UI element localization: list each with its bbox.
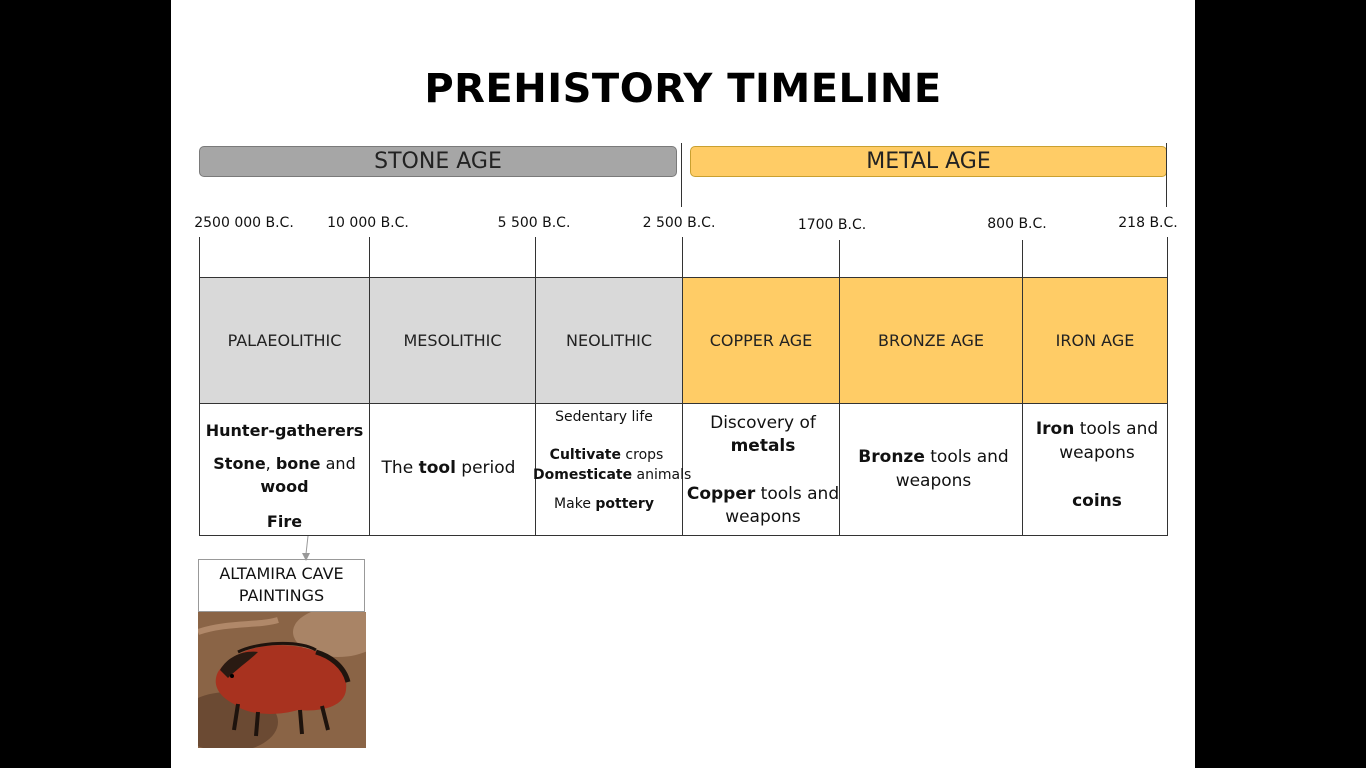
date-label: 5 500 B.C. [497,215,571,231]
text: bone [275,454,321,473]
iron-description: Iron tools and weapons coins [1023,417,1171,513]
text: Cultivate [549,447,621,463]
text: and [320,454,356,473]
bronze-description: Bronze tools and weapons [851,445,1016,493]
stone-age-bar: STONE AGE [199,146,677,177]
timeline-tick [1022,240,1023,535]
period-palaeolithic: PALAEOLITHIC [200,278,369,403]
timeline-tick [535,237,536,535]
date-label: 1700 B.C. [797,217,867,233]
text: Make [554,496,596,512]
text: weapons [1059,443,1135,463]
text: Domesticate [533,467,633,483]
period-neolithic: NEOLITHIC [536,278,682,403]
page-title: PREHISTORY TIMELINE [424,66,942,112]
bison-painting [198,612,366,748]
text: wood [260,477,309,496]
cave-painting-image [198,612,366,748]
text: Stone [213,454,266,473]
date-label: 2 500 B.C. [642,215,716,231]
text: The [381,458,419,478]
timeline-end-line [1166,143,1167,207]
neolithic-description: Sedentary life Cultivate crops Domestica… [533,407,691,514]
text: tools and [924,447,1009,467]
text: tool [418,458,456,478]
palaeolithic-description: Hunter-gatherers Stone, bone and wood Fi… [200,419,369,533]
period-copper-age: COPPER AGE [683,278,839,403]
text: Bronze [858,447,925,467]
text: , [265,454,276,473]
age-divider [681,143,682,207]
text: Discovery of [710,413,816,433]
text: Hunter-gatherers [205,421,364,440]
text: tools and [755,484,840,504]
date-label: 800 B.C. [987,216,1047,232]
text: crops [620,447,664,463]
table-top-border [199,277,1168,278]
text: Sedentary life [555,409,653,425]
date-label: 10 000 B.C. [327,215,409,231]
text: Fire [266,512,303,531]
text: metals [730,436,796,456]
text: weapons [895,471,972,491]
date-label: 2500 000 B.C. [194,215,294,231]
text: Iron [1035,419,1075,439]
text: weapons [725,507,801,527]
table-bottom-border [199,535,1168,536]
connector-arrow [302,536,310,561]
altamira-callout: ALTAMIRA CAVE PAINTINGS [198,559,365,612]
period-bronze-age: BRONZE AGE [840,278,1022,403]
copper-description: Discovery of metals Copper tools and wea… [683,412,843,529]
text: coins [1072,491,1122,511]
slide: PREHISTORY TIMELINE STONE AGE METAL AGE … [171,0,1195,768]
timeline-tick [369,237,370,535]
table-middle-border [199,403,1168,404]
text: period [455,458,516,478]
date-label: 218 B.C. [1118,215,1178,231]
period-mesolithic: MESOLITHIC [370,278,535,403]
callout-line: ALTAMIRA CAVE [219,564,344,583]
timeline-tick [1167,237,1168,535]
text: Copper [686,484,756,504]
text: animals [632,467,692,483]
callout-line: PAINTINGS [238,586,325,605]
period-iron-age: IRON AGE [1023,278,1167,403]
table-left-border [199,277,200,536]
text: pottery [595,496,654,512]
text: tools and [1074,419,1159,439]
timeline-tick [682,237,683,535]
mesolithic-description: The tool period [370,456,527,480]
metal-age-bar: METAL AGE [690,146,1167,177]
timeline-tick [839,240,840,535]
